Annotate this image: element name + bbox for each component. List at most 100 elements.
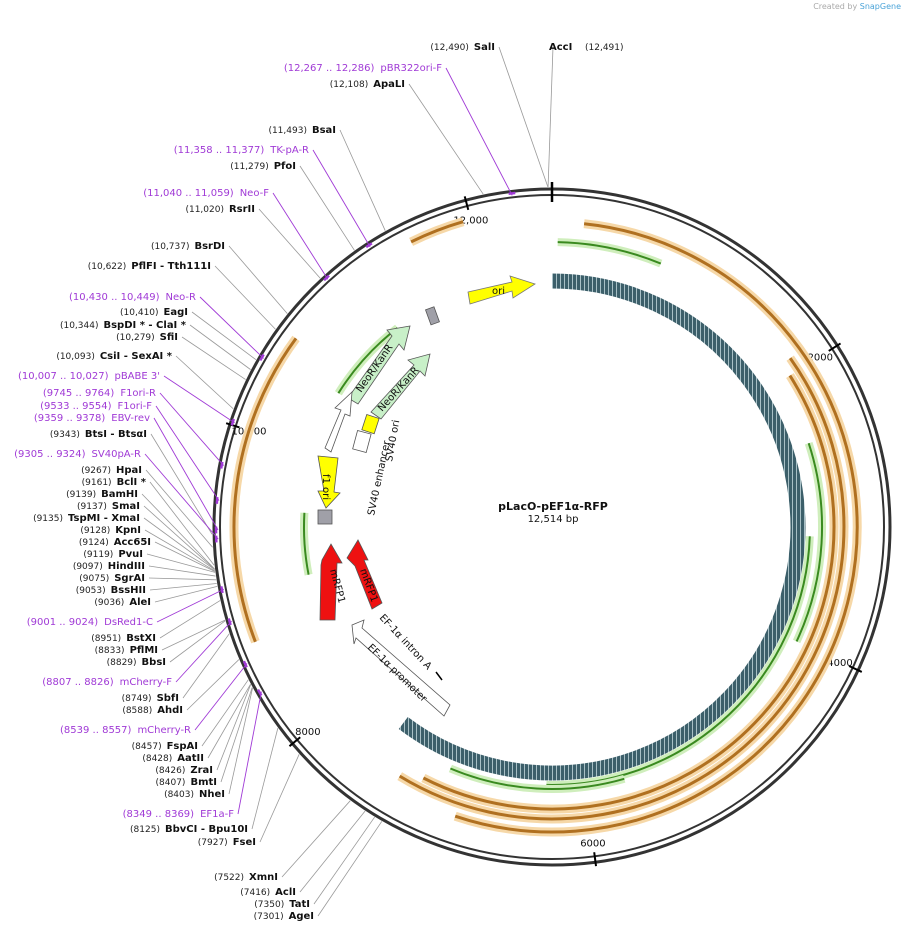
enzyme-site[interactable]: ZraI(8426) [155, 765, 213, 776]
enzyme-site[interactable]: XmnI(7522) [214, 872, 278, 883]
enzyme-position: (8829) [107, 658, 137, 668]
enzyme-site[interactable]: SgrAI(9075) [79, 573, 145, 584]
primer-position: (10,430 .. 10,449) [69, 292, 160, 303]
enzyme-site[interactable]: AclI(7416) [240, 887, 296, 898]
primer-site[interactable]: F1ori-F(9533 .. 9554) [40, 401, 152, 412]
green-arc[interactable] [546, 536, 811, 786]
mrfp1-feature-1[interactable]: mRFP1 [319, 543, 347, 621]
primer-position: (11,040 .. 11,059) [143, 188, 234, 199]
primer-site[interactable]: Neo-F(11,040 .. 11,059) [143, 188, 269, 199]
enzyme-name: BsrDI [194, 241, 225, 252]
enzyme-site[interactable]: PflMI(8833) [95, 645, 158, 656]
orange-arc[interactable] [232, 337, 298, 643]
enzyme-name: BmtI [190, 777, 217, 788]
primer-name: TK-pA-R [269, 145, 309, 156]
sv40-enhancer-feature[interactable] [352, 430, 372, 453]
primer-site[interactable]: F1ori-R(9745 .. 9764) [43, 388, 156, 399]
primer-leader [272, 192, 329, 280]
enzyme-site[interactable]: BsaI(11,493) [268, 125, 336, 136]
primer-site[interactable]: pBABE 3'(10,007 .. 10,027) [18, 371, 160, 382]
enzyme-site[interactable]: CsiI - SexAI *(10,093) [56, 351, 172, 362]
enzyme-site[interactable]: SmaI(9137) [77, 501, 140, 512]
enzyme-site[interactable]: AgeI(7301) [254, 911, 314, 922]
enzyme-site[interactable]: BamHI(9139) [66, 489, 138, 500]
enzyme-name: SbfI [157, 693, 179, 704]
sv40-ori-feature[interactable] [361, 414, 380, 435]
primer-site[interactable]: TK-pA-R(11,358 .. 11,377) [174, 145, 309, 156]
enzyme-leader [186, 659, 240, 711]
enzyme-leader [175, 355, 234, 410]
enzyme-site[interactable]: HpaI(9267) [81, 465, 142, 476]
green-arc[interactable] [450, 767, 625, 790]
enzyme-site[interactable]: EagI(10,410) [120, 307, 188, 318]
enzyme-site[interactable]: HindIII(9097) [73, 561, 145, 572]
enzyme-position: (9135) [33, 514, 63, 524]
enzyme-site[interactable]: AatII(8428) [142, 753, 204, 764]
primer-mark [215, 496, 219, 504]
enzyme-site[interactable]: BspDI * - ClaI *(10,344) [60, 320, 187, 331]
enzyme-name: PflFI - Tth111I [131, 261, 211, 272]
ori-feature[interactable]: ori [467, 275, 536, 305]
enzyme-site[interactable]: AhdI(8588) [122, 705, 183, 716]
green-arc[interactable] [302, 512, 310, 575]
mrfp1-feature-2[interactable]: mRFP1 [346, 539, 383, 610]
enzyme-site[interactable]: BstXI(8951) [91, 633, 156, 644]
enzyme-site[interactable]: AleI(9036) [94, 597, 151, 608]
enzyme-name: BspDI * - ClaI * [103, 320, 186, 331]
f1-ori-feature[interactable]: f1 ori [317, 455, 341, 509]
primer-site[interactable]: pBR322ori-F(12,267 .. 12,286) [284, 63, 442, 74]
ef1a-promoter-feature[interactable] [351, 619, 451, 717]
primer-site[interactable]: DsRed1-C(9001 .. 9024) [27, 617, 153, 628]
enzyme-leader [150, 433, 213, 535]
enzyme-site[interactable]: SalI(12,490) [430, 42, 495, 53]
primer-mark [242, 660, 248, 668]
primer-site[interactable]: mCherry-R(8539 .. 8557) [60, 725, 191, 736]
primer-leader [194, 663, 248, 731]
primer-site[interactable]: Neo-R(10,430 .. 10,449) [69, 292, 196, 303]
enzyme-position: (11,493) [268, 126, 307, 136]
orange-arc[interactable] [398, 357, 846, 821]
enzyme-position: (10,410) [120, 308, 159, 318]
enzyme-leader [143, 505, 215, 570]
enzyme-site[interactable]: BbsI(8829) [107, 657, 166, 668]
enzyme-site[interactable]: FspAI(8457) [132, 741, 198, 752]
orange-arc[interactable] [422, 374, 836, 811]
enzyme-position: (8833) [95, 646, 125, 656]
green-arc[interactable] [557, 241, 662, 265]
primer-site[interactable]: mCherry-F(8807 .. 8826) [42, 677, 172, 688]
enzyme-site[interactable]: TatI(7350) [254, 899, 310, 910]
enzyme-position: (9128) [80, 526, 110, 536]
primer-site[interactable]: EF1a-F(8349 .. 8369) [123, 809, 235, 820]
enzyme-site[interactable]: TspMI - XmaI(9135) [33, 513, 140, 524]
enzyme-name: PvuI [118, 549, 143, 560]
enzyme-site[interactable]: RsrII(11,020) [185, 204, 255, 215]
enzyme-site[interactable]: BtsI - BtsαI(9343) [50, 429, 147, 440]
enzyme-site[interactable]: PflFI - Tth111I(10,622) [88, 261, 211, 272]
enzyme-site[interactable]: FseI(7927) [198, 837, 256, 848]
green-arc[interactable] [795, 442, 824, 642]
enzyme-site[interactable]: AccI(12,491) [549, 42, 624, 53]
enzyme-site[interactable]: SbfI(8749) [122, 693, 179, 704]
enzyme-site[interactable]: Acc65I(9124) [79, 537, 151, 548]
enzyme-site[interactable]: BmtI(8407) [156, 777, 217, 788]
enzyme-position: (9161) [82, 478, 112, 488]
enzyme-name: NheI [199, 789, 225, 800]
cds-band[interactable] [398, 273, 806, 781]
primer-site[interactable]: EBV-rev(9359 .. 9378) [34, 413, 150, 424]
orange-arc[interactable] [454, 222, 859, 834]
enzyme-site[interactable]: PfoI(11,279) [230, 161, 296, 172]
enzyme-name: AgeI [289, 911, 314, 922]
enzyme-name: SgrAI [114, 573, 145, 584]
enzyme-site[interactable]: BclI *(9161) [82, 477, 147, 488]
enzyme-site[interactable]: BbvCI - Bpu10I(8125) [130, 824, 248, 835]
enzyme-site[interactable]: BssHII(9053) [76, 585, 146, 596]
orange-arc[interactable] [410, 220, 464, 244]
enzyme-site[interactable]: BsrDI(10,737) [151, 241, 225, 252]
primer-mark [508, 191, 516, 196]
enzyme-site[interactable]: NheI(8403) [164, 789, 225, 800]
primer-site[interactable]: SV40pA-R(9305 .. 9324) [14, 449, 141, 460]
enzyme-site[interactable]: KpnI(9128) [80, 525, 141, 536]
enzyme-site[interactable]: SfiI(10,279) [116, 332, 178, 343]
enzyme-site[interactable]: PvuI(9119) [83, 549, 143, 560]
enzyme-site[interactable]: ApaLI(12,108) [330, 79, 405, 90]
